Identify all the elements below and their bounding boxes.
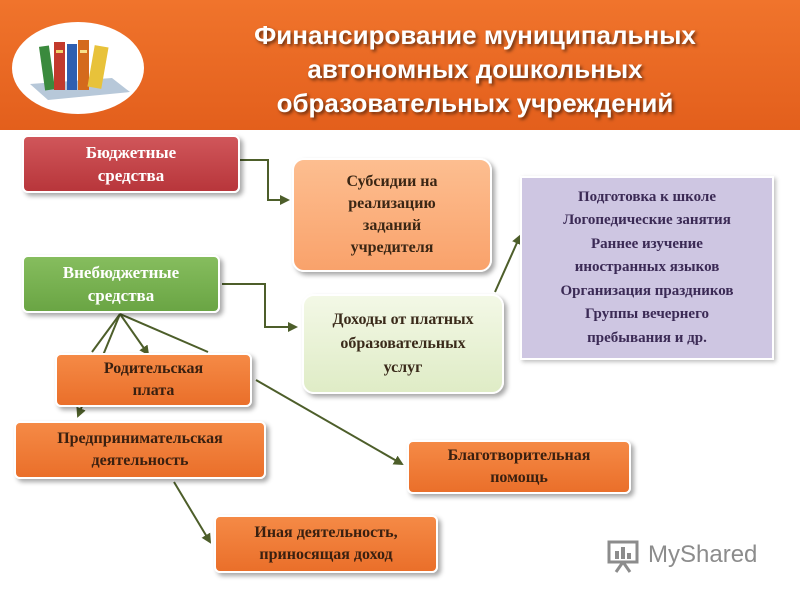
box-text-line: плата bbox=[132, 382, 175, 399]
service-item: Раннее изучение bbox=[591, 235, 703, 252]
box-text-line: Бюджетные bbox=[85, 143, 177, 162]
title-line: образовательных учреждений bbox=[276, 88, 674, 118]
services-list-box: Подготовка к школе Логопедические заняти… bbox=[520, 176, 774, 360]
box-text-line: приносящая доход bbox=[259, 546, 393, 563]
subsidies-box: Субсидии на реализацию заданий учредител… bbox=[292, 158, 492, 272]
charity-box: Благотворительная помощь bbox=[407, 440, 631, 494]
box-text-line: реализацию bbox=[348, 195, 436, 212]
presentation-icon bbox=[607, 540, 639, 573]
box-text-line: Иная деятельность, bbox=[254, 524, 398, 541]
service-item: иностранных языков bbox=[574, 259, 720, 276]
service-item: пребывания и др. bbox=[587, 329, 707, 346]
watermark: MyShared bbox=[606, 536, 776, 576]
other-income-box: Иная деятельность, приносящая доход bbox=[214, 515, 438, 573]
box-text-line: Предпринимательская bbox=[57, 430, 223, 447]
line-extra-to-parent-right bbox=[119, 313, 209, 353]
service-item: Группы вечернего bbox=[584, 306, 710, 323]
title-line: автономных дошкольных bbox=[307, 54, 643, 84]
arrow-extra-to-parentfee bbox=[119, 313, 150, 356]
entrepreneurial-box: Предпринимательская деятельность bbox=[14, 421, 266, 479]
arrow-paid-to-list bbox=[494, 234, 522, 293]
budget-funds-box: Бюджетные средства bbox=[22, 135, 240, 193]
logo-oval bbox=[12, 22, 144, 114]
box-text-line: учредителя bbox=[350, 239, 434, 256]
books-icon bbox=[30, 40, 130, 100]
header-banner: Финансирование муниципальных автономных … bbox=[0, 0, 800, 130]
box-text-line: помощь bbox=[490, 469, 548, 486]
line-extra-to-parent-left bbox=[91, 313, 121, 353]
arrow-parent-to-charity bbox=[255, 379, 404, 465]
box-text-line: Доходы от платных bbox=[332, 311, 474, 328]
box-text-line: деятельность bbox=[91, 452, 189, 469]
box-text-line: услуг bbox=[383, 359, 423, 376]
box-text-line: средства bbox=[97, 166, 165, 185]
box-text-line: заданий bbox=[362, 217, 422, 234]
extrabudget-funds-box: Внебюджетные средства bbox=[22, 255, 220, 313]
arrow-entrepreneurial-to-other bbox=[173, 481, 212, 544]
box-text-line: Благотворительная bbox=[447, 447, 591, 464]
arrow-budget-to-subsidies bbox=[240, 159, 290, 205]
title-line: Финансирование муниципальных bbox=[254, 20, 696, 50]
watermark-text: MyShared bbox=[648, 541, 758, 568]
parent-fee-box: Родительская плата bbox=[55, 353, 252, 407]
service-item: Организация праздников bbox=[560, 282, 734, 299]
service-item: Подготовка к школе bbox=[577, 188, 716, 205]
box-text-line: Субсидии на bbox=[346, 173, 438, 190]
box-text-line: образовательных bbox=[340, 335, 466, 352]
arrow-extrabudget-to-paid bbox=[222, 283, 298, 332]
box-text-line: Внебюджетные bbox=[62, 263, 180, 282]
page-title: Финансирование муниципальных автономных … bbox=[185, 18, 765, 120]
service-item: Логопедические занятия bbox=[563, 212, 731, 229]
paid-services-box: Доходы от платных образовательных услуг bbox=[302, 294, 504, 394]
box-text-line: Родительская bbox=[103, 360, 204, 377]
box-text-line: средства bbox=[87, 286, 155, 305]
